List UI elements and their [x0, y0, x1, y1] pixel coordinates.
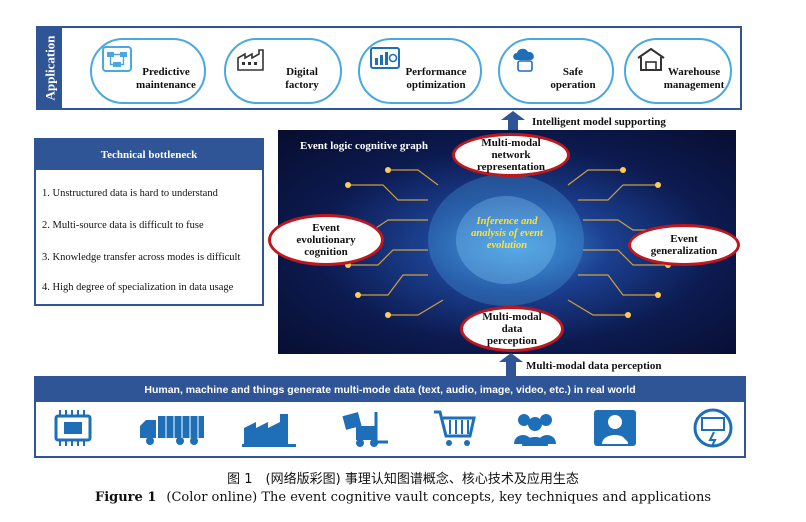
app-item-label: Predictive maintenance: [136, 66, 196, 91]
figure-caption-english: Figure 1 (Color online) The event cogniti…: [0, 490, 806, 505]
arrow-up-icon: [499, 353, 523, 376]
node-multimodal-network-representation: Multi-modal network representation: [452, 133, 570, 177]
warehouse-icon: [637, 47, 665, 71]
real-world-band: Human, machine and things generate multi…: [34, 376, 746, 458]
forklift-icon: [342, 412, 388, 447]
figure-caption-chinese: 图 1 (网络版彩图) 事理认知图谱概念、核心技术及应用生态: [227, 472, 579, 487]
app-item-predictive-maintenance: Predictive maintenance: [90, 38, 206, 104]
bottleneck-item: 1. Unstructured data is hard to understa…: [42, 188, 218, 199]
dashboard-icon: [370, 47, 400, 69]
bottleneck-title: Technical bottleneck: [36, 140, 262, 170]
app-item-safe-operation: Safe operation: [498, 38, 614, 104]
app-item-warehouse-management: Warehouse management: [624, 38, 732, 104]
app-item-label: Safe operation: [550, 66, 596, 91]
truck-icon: [140, 416, 204, 445]
chip-icon: [54, 410, 92, 446]
technical-bottleneck-panel: Technical bottleneck 1. Unstructured dat…: [34, 138, 264, 306]
factory-icon: [242, 414, 296, 447]
figure-number: Figure 1: [94, 490, 157, 505]
node-event-generalization: Event generalization: [628, 224, 740, 266]
core-inference-text: Inference and analysis of event evolutio…: [471, 216, 543, 251]
arrow-up-icon: [501, 111, 525, 132]
app-item-label: Digital factory: [285, 66, 319, 91]
application-label: Application: [38, 28, 62, 108]
node-event-evolutionary-cognition: Event evolutionary cognition: [268, 214, 384, 266]
flowchart-icon: [102, 46, 132, 72]
bottleneck-item: 4. High degree of specialization in data…: [42, 282, 234, 293]
app-item-label: Warehouse management: [663, 66, 725, 91]
app-item-digital-factory: Digital factory: [224, 38, 342, 104]
bottleneck-item: 2. Multi-source data is difficult to fus…: [42, 220, 204, 231]
people-icon: [514, 414, 556, 446]
real-world-title: Human, machine and things generate multi…: [36, 378, 744, 402]
neural-circuit-graphic: [335, 167, 676, 318]
figure-caption-text: (Color online) The event cognitive vault…: [166, 490, 712, 505]
engineer-icon: [594, 410, 636, 446]
intelligent-model-label: Intelligent model supporting: [532, 116, 666, 128]
shopping-cart-icon: [434, 410, 476, 446]
application-label-text: Application: [42, 35, 58, 101]
application-band: Application Predictive maintenance Digit…: [36, 26, 742, 110]
graph-title: Event logic cognitive graph: [300, 140, 429, 152]
factory-icon: [237, 49, 264, 71]
cloud-app-icon: [513, 48, 534, 72]
node-multimodal-data-perception: Multi-modal data perception: [460, 306, 564, 352]
app-item-label: Performance optimization: [405, 66, 467, 91]
meter-icon: [693, 408, 733, 448]
bottleneck-item: 3. Knowledge transfer across modes is di…: [42, 252, 241, 263]
multimodal-perception-label: Multi-modal data perception: [526, 360, 662, 372]
app-item-performance-optimization: Performance optimization: [358, 38, 482, 104]
